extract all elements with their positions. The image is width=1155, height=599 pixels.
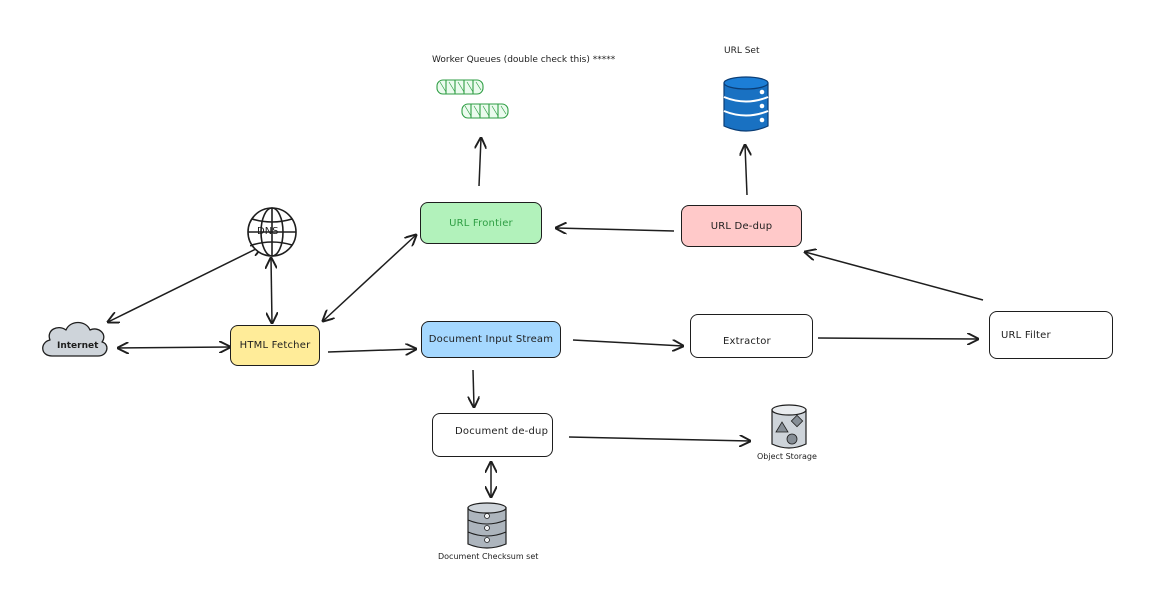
url-filter-node: URL Filter <box>989 311 1113 359</box>
edge-internet-html-fetcher <box>118 347 230 348</box>
cloud-icon <box>42 321 108 357</box>
edge-document-input-stream-document-dedup <box>473 369 474 407</box>
url-dedup-node: URL De-dup <box>681 205 802 247</box>
document-dedup-label: Document de-dup <box>455 425 549 437</box>
edge-dns-html-fetcher <box>271 258 272 323</box>
url-dedup-label: URL De-dup <box>710 220 773 232</box>
edge-extractor-url-filter <box>817 338 978 339</box>
edge-document-input-stream-extractor <box>572 339 683 346</box>
document-input-stream-node: Document Input Stream <box>421 321 561 358</box>
object-storage-label: Object Storage <box>757 452 817 461</box>
queue-icon <box>436 79 509 119</box>
edge-url-dedup-url-frontier <box>556 228 675 231</box>
worker-queues-label: Worker Queues (double check this) ***** <box>432 55 616 65</box>
database-icon <box>723 76 769 132</box>
url-frontier-node: URL Frontier <box>420 202 542 244</box>
html-fetcher-label: HTML Fetcher <box>239 340 311 351</box>
database-icon <box>467 502 507 549</box>
edge-internet-dns <box>108 246 262 322</box>
edge-html-fetcher-url-frontier <box>323 235 416 321</box>
document-dedup-node: Document de-dup <box>432 413 553 457</box>
extractor-node: Extractor <box>690 314 813 358</box>
edge-url-frontier-worker-queues <box>479 138 481 187</box>
url-set-label: URL Set <box>724 46 760 56</box>
document-checksum-set-label: Document Checksum set <box>438 552 539 561</box>
internet-label: Internet <box>57 341 99 351</box>
url-frontier-label: URL Frontier <box>449 217 513 229</box>
globe-icon <box>247 207 297 257</box>
url-filter-label: URL Filter <box>1001 329 1051 341</box>
dns-label: DNS <box>257 226 279 237</box>
extractor-label: Extractor <box>723 335 771 347</box>
edge-document-dedup-object-storage <box>568 437 750 441</box>
edge-url-dedup-url-set <box>745 145 747 196</box>
document-input-stream-label: Document Input Stream <box>428 334 554 345</box>
edge-url-filter-url-dedup <box>805 252 984 301</box>
html-fetcher-node: HTML Fetcher <box>230 325 320 366</box>
edge-html-fetcher-document-input-stream <box>327 349 416 352</box>
storage-bucket-icon <box>771 404 807 449</box>
